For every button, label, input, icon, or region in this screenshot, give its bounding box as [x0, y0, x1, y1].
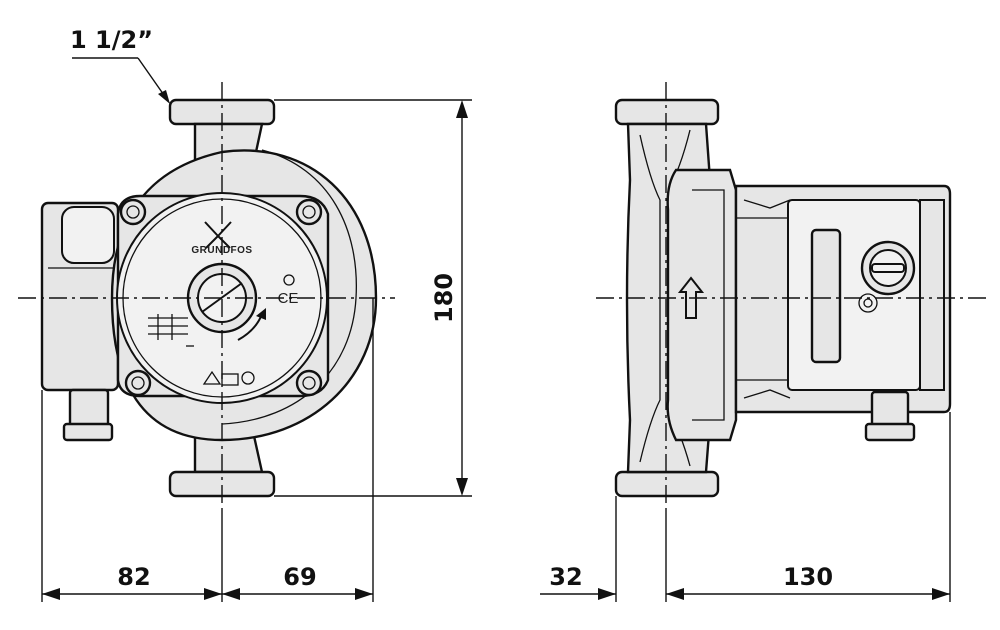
side-length-label: 130: [783, 563, 833, 591]
front-width-dimensions: [41, 298, 374, 602]
side-terminal-box: [787, 199, 921, 391]
right-width-label: 69: [283, 563, 316, 591]
side-offset-label: 32: [549, 563, 582, 591]
height-dimension: [274, 99, 472, 497]
side-window: [810, 228, 842, 364]
side-width-dimensions: [540, 412, 951, 602]
thread-size-leader: [72, 57, 170, 104]
front-view: GRUNDFOS CE: [40, 98, 378, 498]
rating-plate: [148, 314, 194, 347]
ce-mark: CE: [278, 290, 299, 307]
speed-selector-icon: [860, 240, 916, 296]
terminal-box: [40, 201, 120, 392]
left-width-label: 82: [117, 563, 150, 591]
cable-gland-front: [62, 388, 114, 442]
grundfos-logo-icon: [204, 221, 232, 249]
cable-gland-side: [864, 390, 916, 442]
height-label: 180: [430, 273, 458, 323]
side-housing-flange: [666, 168, 738, 442]
warning-symbols-icon: [202, 370, 255, 386]
thread-size-label: 1 1/2”: [70, 26, 153, 54]
flow-direction-arrow-icon: [677, 276, 705, 319]
